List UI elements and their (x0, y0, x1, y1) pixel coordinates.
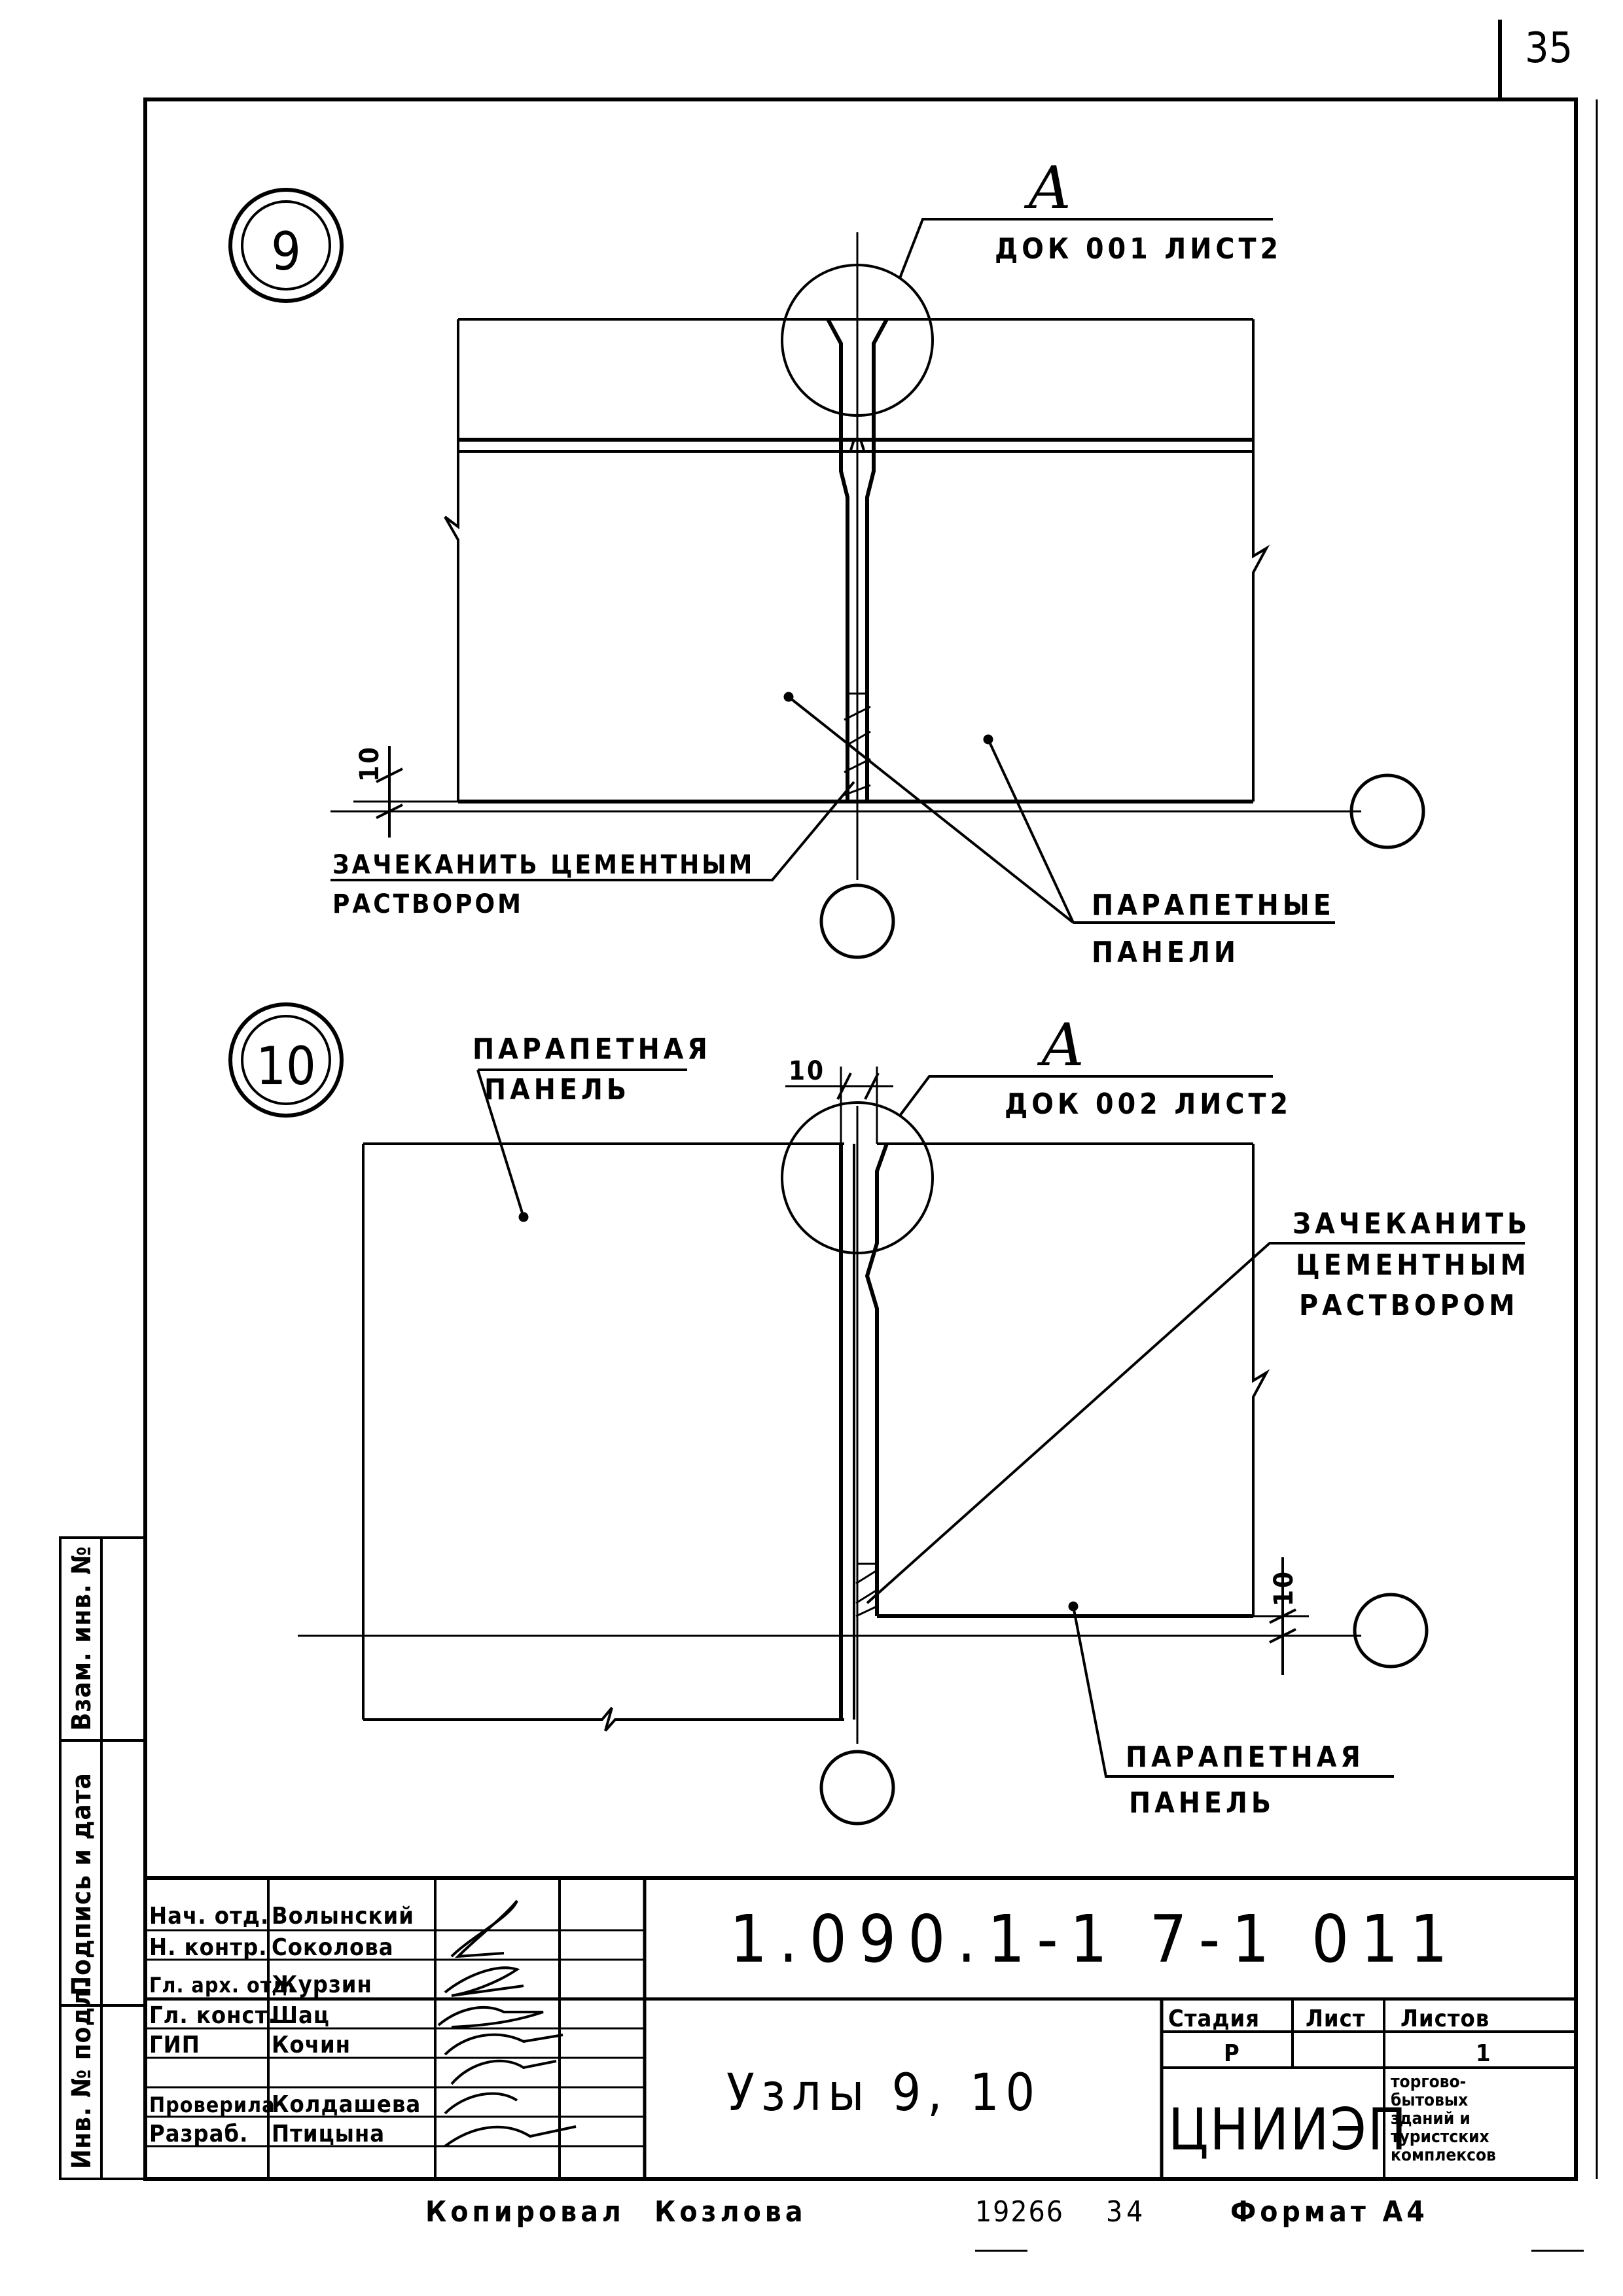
title-block-role: Нач. отд. (149, 1903, 269, 1930)
copied-by-label: Копировал (425, 2195, 625, 2229)
node-10-note-caulk-line1: ЗАЧЕКАНИТЬ (1293, 1207, 1531, 1241)
node-10-number-circle (228, 1002, 344, 1118)
node-9-number-circle (228, 188, 344, 303)
title-block-role: Разраб. (149, 2121, 248, 2147)
node-10-drawing (228, 1002, 1525, 1826)
node-9-dimension: 10 (355, 745, 385, 782)
node-9-callout-letter: А (1024, 154, 1072, 222)
node-9-axis-bubble-right (1349, 773, 1425, 849)
node-10-note-panel-right-line1: ПАРАПЕТНАЯ (1126, 1740, 1364, 1774)
title-block-name: Птицына (272, 2121, 385, 2147)
node-10-dimension-top: 10 (789, 1056, 825, 1086)
title-block-stage-value: Р (1224, 2040, 1240, 2067)
title-block-name: Кочин (272, 2032, 351, 2058)
title-block-name: Колдашева (272, 2091, 421, 2118)
title-block-role: Проверила (149, 2093, 276, 2117)
node-10-callout-letter: А (1037, 1011, 1085, 1080)
title-block-organization: ЦНИИЭП (1168, 2096, 1408, 2163)
title-block-sheet-title: Узлы 9, 10 (726, 2064, 1041, 2123)
title-block-designation: 1.090.1-1 7-1 011 (730, 1901, 1459, 1977)
node-9-note-panels-line1: ПАРАПЕТНЫЕ (1092, 889, 1335, 922)
side-stamp-sign-date: Подпись и дата (67, 1773, 97, 1996)
node-10-callout-circle (781, 1101, 934, 1254)
title-block-project-line4: туристских (1391, 2127, 1489, 2147)
title-block-stage-header: Стадия (1168, 2005, 1260, 2032)
signatures (437, 1899, 577, 2147)
node-9-axis-bubble-bottom (819, 883, 895, 959)
title-block-role: Гл. конст. (149, 2002, 277, 2029)
order-sheet: 34 (1106, 2195, 1147, 2229)
side-stamp (59, 1536, 147, 2180)
title-block-role: Гл. арх. отд. (149, 1973, 296, 1998)
side-stamp-inv-no: Инв. № подл. (67, 1979, 97, 2169)
node-9-note-caulk-line2: РАСТВОРОМ (332, 889, 524, 919)
title-block-name: Шац (272, 2002, 330, 2029)
title-block-name: Волынский (272, 1903, 414, 1930)
title-block-sheets-value: 1 (1476, 2040, 1491, 2067)
title-block-sheet-header: Лист (1306, 2005, 1366, 2032)
title-block-sheets-header: Листов (1400, 2005, 1489, 2032)
node-9-drawing (228, 188, 1425, 959)
copier-name: Козлова (654, 2195, 807, 2229)
side-stamp-replaces-inv: Взам. инв. № (67, 1545, 97, 1731)
title-block-name: Соколова (272, 1934, 394, 1961)
sheet-frame (143, 20, 1598, 2181)
title-block-project-line3: зданий и (1391, 2109, 1471, 2128)
order-number: 19266 (975, 2195, 1064, 2229)
node-9-callout-circle (781, 264, 934, 417)
node-10-note-caulk-line2: ЦЕМЕНТНЫМ (1296, 1248, 1530, 1282)
node-9-callout-ref: ДОК 001 ЛИСТ2 (995, 232, 1282, 266)
node-10-number: 10 (256, 1036, 316, 1097)
title-block (145, 1876, 1576, 2179)
title-block-project-line2: бытовых (1391, 2091, 1468, 2110)
node-10-note-panel-right-line2: ПАНЕЛЬ (1129, 1786, 1275, 1820)
node-10-note-panel-left-line1: ПАРАПЕТНАЯ (473, 1033, 711, 1066)
node-10-note-panel-left-line2: ПАНЕЛЬ (484, 1073, 630, 1106)
node-10-dimension-right: 10 (1269, 1570, 1299, 1606)
node-9-note-caulk-line1: ЗАЧЕКАНИТЬ ЦЕМЕНТНЫМ (332, 850, 755, 880)
node-10-note-caulk-line3: РАСТВОРОМ (1299, 1289, 1519, 1322)
node-9-number: 9 (271, 221, 301, 282)
node-10-axis-bubble-right (1353, 1593, 1429, 1669)
title-block-project-line5: комплексов (1391, 2146, 1496, 2165)
title-block-project-line1: торгово- (1391, 2072, 1466, 2092)
sheet-number-top: 35 (1525, 24, 1573, 73)
node-9-note-panels-line2: ПАНЕЛИ (1092, 936, 1240, 969)
title-block-role: Н. контр. (149, 1934, 268, 1961)
title-block-name: Журзин (272, 1971, 372, 1998)
sheet-format: Формат А4 (1230, 2195, 1429, 2229)
node-10-axis-bubble-bottom (819, 1750, 895, 1826)
title-block-role: ГИП (149, 2032, 200, 2058)
node-10-callout-ref: ДОК 002 ЛИСТ2 (1005, 1087, 1292, 1121)
